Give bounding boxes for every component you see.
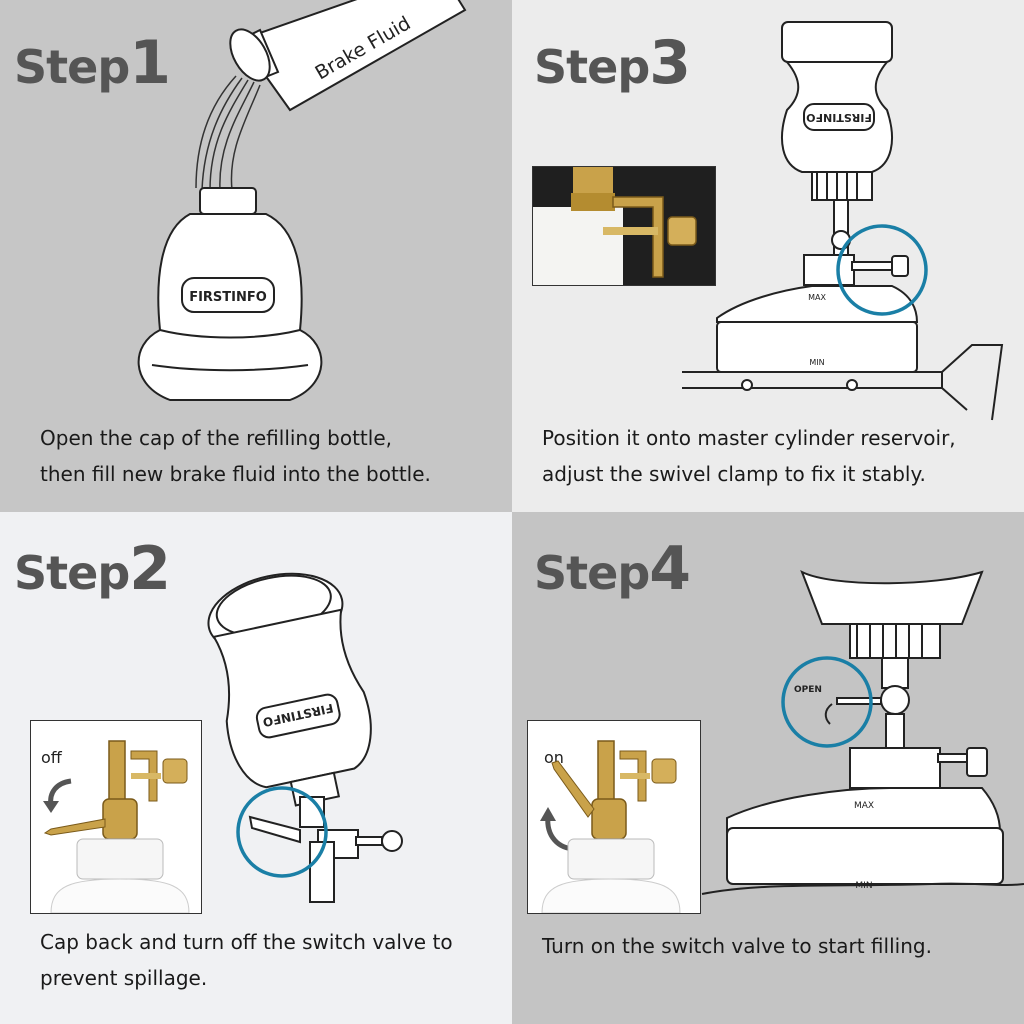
step-1-number: 1 (129, 28, 171, 98)
open-mark: OPEN (794, 685, 822, 695)
step-1-panel: Step1 Brake Fluid FIRSTINFO Open the (0, 0, 512, 512)
step-3-word: Step (534, 40, 650, 94)
step-3-caption: Position it onto master cylinder reservo… (542, 420, 956, 492)
step-4-word: Step (534, 546, 650, 600)
step-4-caption: Turn on the switch valve to start fillin… (542, 928, 932, 964)
max-mark: MAX (854, 801, 874, 811)
step-3-caption-line-1: Position it onto master cylinder reservo… (542, 426, 956, 450)
step-2-caption-line-1: Cap back and turn off the switch valve t… (40, 930, 453, 954)
min-mark: MIN (809, 358, 824, 367)
step-1-caption: Open the cap of the refilling bottle, th… (40, 420, 431, 492)
step-2-illustration: FIRSTINFO (207, 572, 403, 903)
step-3-clamp-photo (532, 166, 716, 286)
off-label: off (41, 748, 63, 767)
step-3-caption-line-2: adjust the swivel clamp to fix it stably… (542, 462, 926, 486)
clamp-highlight-circle (836, 224, 928, 316)
step-2-caption-line-2: prevent spillage. (40, 966, 208, 990)
step-1-illustration: Brake Fluid FIRSTINFO (137, 0, 467, 401)
brake-fluid-can: Brake Fluid (229, 0, 467, 112)
step-4-illustration: OPEN MAX MIN (701, 569, 1024, 895)
step-3-illustration: FIRSTINFO MAX MIN (682, 21, 1004, 421)
step-1-caption-line-1: Open the cap of the refilling bottle, (40, 426, 392, 450)
step-4-title: Step4 (534, 534, 691, 604)
open-valve-highlight-circle (781, 656, 873, 748)
bottle-brand-label-inverted: FIRSTINFO (806, 111, 872, 124)
step-1-title: Step1 (14, 28, 171, 98)
bottle-brand-label: FIRSTINFO (189, 290, 267, 305)
step-2-panel: Step2 FIRSTINFO off (0, 512, 512, 1024)
fluid-stream (195, 75, 261, 191)
turn-on-arrow-icon (540, 807, 556, 821)
valve-highlight-circle (236, 786, 328, 878)
valve-assembly (248, 796, 403, 903)
master-cylinder-reservoir: MAX MIN (682, 285, 1004, 421)
step-3-title: Step3 (534, 28, 691, 98)
step-2-number: 2 (129, 534, 171, 604)
step-4-number: 4 (649, 534, 691, 604)
step-3-number: 3 (649, 28, 691, 98)
step-1-caption-line-2: then fill new brake fluid into the bottl… (40, 462, 431, 486)
inverted-bottle: FIRSTINFO (207, 572, 372, 807)
step-1-word: Step (14, 40, 130, 94)
step-2-word: Step (14, 546, 130, 600)
max-mark: MAX (808, 293, 826, 302)
step-2-valve-photo: off (30, 720, 202, 914)
step-2-title: Step2 (14, 534, 171, 604)
step-2-caption: Cap back and turn off the switch valve t… (40, 924, 453, 996)
master-cylinder-reservoir: MAX MIN (701, 787, 1024, 895)
step-3-panel: Step3 FIRSTINFO MAX MIN (512, 0, 1024, 512)
refill-bottle: FIRSTINFO (137, 187, 323, 401)
step-4-valve-photo: on (527, 720, 701, 914)
step-4-panel: Step4 OPEN MAX MIN on (512, 512, 1024, 1024)
step-4-caption-line-1: Turn on the switch valve to start fillin… (542, 934, 932, 958)
turn-off-arrow-icon (43, 801, 59, 813)
bottle-neck: OPEN (794, 569, 988, 789)
